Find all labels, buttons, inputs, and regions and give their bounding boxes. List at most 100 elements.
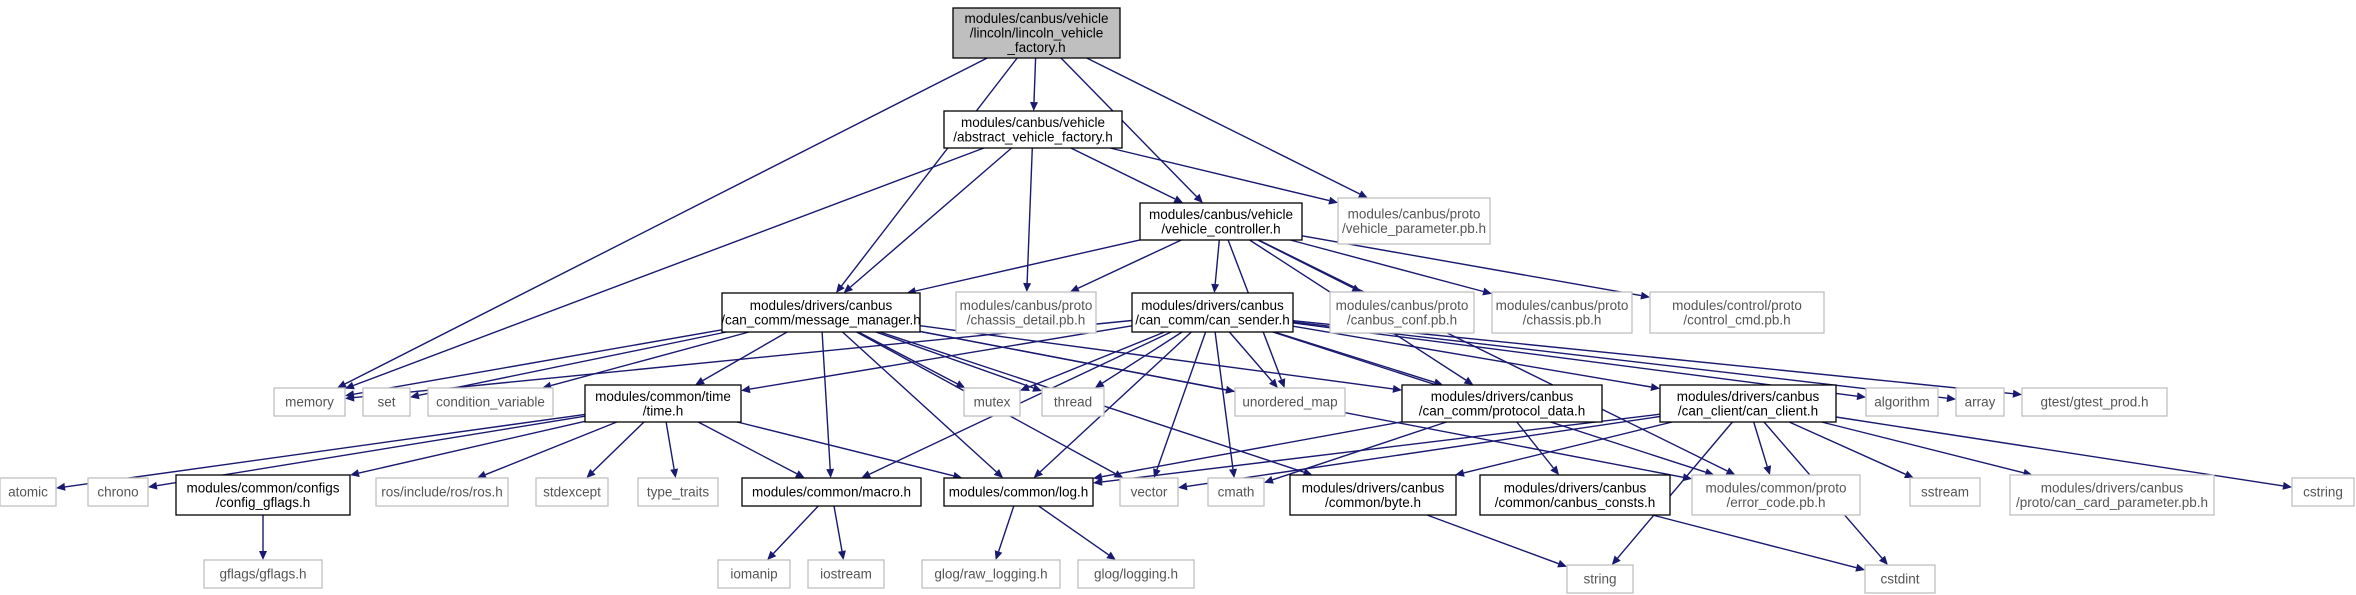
edges-layer (56, 57, 2292, 572)
node-label: /can_comm/can_sender.h (1135, 312, 1290, 327)
edge-root-to-vc (1060, 57, 1203, 203)
edge-mm-to-time (695, 331, 788, 385)
node-gtest: gtest/gtest_prod.h (2021, 387, 2168, 417)
edge-time-to-log (737, 421, 963, 480)
node-label: /vehicle_parameter.pb.h (1342, 221, 1486, 236)
edge-avf-to-vpp (1109, 147, 1338, 205)
node-label: modules/drivers/canbus (1677, 389, 1820, 404)
node-tt: type_traits (637, 477, 719, 507)
node-label: cstdint (1880, 572, 1919, 587)
node-label: /can_client/can_client.h (1678, 403, 1818, 418)
edge-mm-to-log (842, 331, 1004, 478)
node-label: memory (285, 395, 334, 410)
edge-time-to-cfg (350, 420, 586, 477)
node-label: modules/canbus/vehicle (1149, 207, 1293, 222)
node-label: array (1965, 395, 1996, 410)
node-avf[interactable]: modules/canbus/vehicle/abstract_vehicle_… (943, 110, 1123, 149)
node-consts[interactable]: modules/drivers/canbus/common/canbus_con… (1479, 474, 1671, 516)
node-sstream: sstream (1909, 477, 1981, 507)
node-label: iomanip (730, 567, 777, 582)
node-cs[interactable]: modules/drivers/canbus/can_comm/can_send… (1131, 292, 1294, 333)
edge-cc-to-string (1611, 421, 1733, 565)
edge-byte-to-string (1426, 514, 1567, 568)
edge-avf-to-cdp (1023, 147, 1033, 292)
node-root[interactable]: modules/canbus/vehicle/lincoln/lincoln_v… (952, 7, 1121, 59)
node-label: /time.h (643, 403, 684, 418)
edge-vc-to-chp (1290, 239, 1492, 296)
node-chp: modules/canbus/proto/chassis.pb.h (1491, 291, 1633, 334)
node-macro[interactable]: modules/common/macro.h (741, 477, 922, 507)
edge-consts-to-cstdint (1652, 514, 1865, 572)
node-array: array (1955, 387, 2005, 417)
edge-vc-to-cs (1211, 239, 1220, 293)
node-label: /error_code.pb.h (1726, 495, 1825, 510)
node-time[interactable]: modules/common/time/time.h (584, 384, 742, 423)
node-set: set (362, 387, 411, 417)
node-label: cstring (2303, 485, 2343, 500)
edge-time-to-chrono (148, 415, 586, 490)
node-label: modules/control/proto (1672, 298, 1802, 313)
node-cfg[interactable]: modules/common/configs/config_gflags.h (175, 474, 351, 516)
node-label: gflags/gflags.h (219, 567, 306, 582)
edge-cs-to-time (741, 325, 1133, 394)
edge-avf-to-memory (345, 147, 985, 390)
edge-vc-to-cdp (1069, 239, 1182, 292)
node-ccpp: modules/drivers/canbus/proto/can_card_pa… (2009, 474, 2215, 516)
edge-mm-to-thread (875, 331, 1042, 392)
edge-mm-to-mutex (857, 331, 966, 388)
node-label: /chassis.pb.h (1523, 312, 1602, 327)
node-label: /abstract_vehicle_factory.h (953, 129, 1113, 144)
node-label: type_traits (647, 485, 710, 500)
edge-mm-to-set (410, 331, 727, 400)
edge-root-to-memory (337, 57, 988, 388)
node-label: /lincoln/lincoln_vehicle (970, 26, 1104, 41)
node-label: algorithm (1874, 395, 1930, 410)
node-label: modules/canbus/vehicle (964, 11, 1108, 26)
node-cstring: cstring (2291, 477, 2355, 507)
edge-avf-to-mm (843, 147, 1013, 293)
edge-log-to-rawlog (994, 505, 1015, 560)
edge-cc-to-sstream (1788, 421, 1914, 478)
node-rawlog: glog/raw_logging.h (921, 559, 1061, 589)
edge-cs-to-algorithm (1292, 322, 1866, 401)
node-mm[interactable]: modules/drivers/canbus/can_comm/message_… (721, 292, 921, 333)
node-label: modules/drivers/canbus (1302, 480, 1445, 495)
node-label: /chassis_detail.pb.h (967, 312, 1086, 327)
node-label: /vehicle_controller.h (1161, 221, 1280, 236)
node-log[interactable]: modules/common/log.h (943, 477, 1094, 507)
edge-cc-to-byte (1455, 421, 1673, 477)
node-vc[interactable]: modules/canbus/vehicle/vehicle_controlle… (1139, 202, 1303, 241)
node-vpp: modules/canbus/proto/vehicle_parameter.p… (1337, 197, 1491, 245)
edge-vc-to-ec (1258, 239, 1736, 475)
edge-macro-to-iostream (833, 505, 846, 560)
node-label: sstream (1921, 485, 1969, 500)
node-label: condition_variable (436, 395, 545, 410)
node-byte[interactable]: modules/drivers/canbus/common/byte.h (1289, 474, 1457, 516)
edge-root-to-vpp (1086, 57, 1368, 198)
edge-vc-to-ctl (1301, 235, 1650, 300)
node-label: ros/include/ros/ros.h (381, 485, 503, 500)
edge-root-to-avf (1030, 57, 1038, 111)
node-label: mutex (974, 395, 1011, 410)
node-label: string (1583, 572, 1616, 587)
node-label: /control_cmd.pb.h (1683, 312, 1790, 327)
node-thread: thread (1041, 387, 1105, 417)
node-label: gtest/gtest_prod.h (2040, 395, 2148, 410)
node-label: atomic (8, 485, 48, 500)
node-stdexcept: stdexcept (535, 477, 609, 507)
node-label: /config_gflags.h (216, 495, 311, 510)
node-ros: ros/include/ros/ros.h (375, 477, 509, 507)
node-label: modules/drivers/canbus (750, 298, 893, 313)
edge-time-to-ros (477, 421, 618, 479)
node-vector: vector (1119, 477, 1179, 507)
edge-cs-to-cmath (1214, 331, 1237, 478)
node-memory: memory (273, 387, 346, 417)
edge-time-to-tt (665, 421, 679, 478)
edge-cs-to-cc (1292, 325, 1660, 391)
node-pd[interactable]: modules/drivers/canbus/can_comm/protocol… (1401, 384, 1603, 423)
node-label: modules/canbus/proto (1496, 298, 1629, 313)
node-label: glog/raw_logging.h (934, 567, 1047, 582)
node-cc[interactable]: modules/drivers/canbus/can_client/can_cl… (1659, 384, 1837, 423)
node-glog: glog/logging.h (1077, 559, 1195, 589)
node-label: set (377, 395, 395, 410)
